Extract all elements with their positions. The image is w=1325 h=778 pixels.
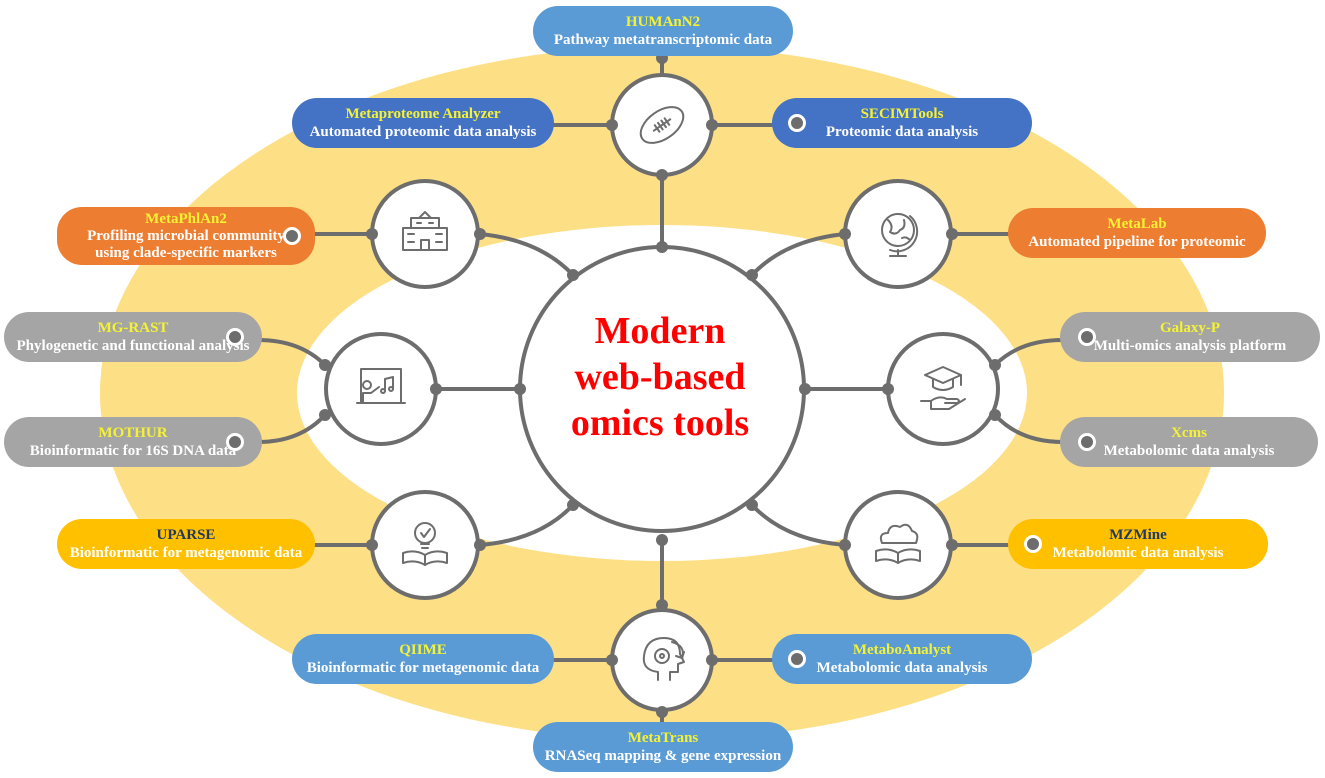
- hub-globe: [843, 179, 953, 289]
- tool-pill-humann2: HUMAnN2 Pathway metatranscriptomic data: [533, 6, 793, 56]
- tool-description: Metabolomic data analysis: [816, 660, 988, 676]
- bullet-dot: [283, 227, 301, 245]
- bullet-dot: [1024, 535, 1042, 553]
- teacher-board-icon: [356, 368, 406, 404]
- tool-description: Metabolomic data analysis: [1052, 545, 1224, 561]
- tool-name: HUMAnN2: [625, 14, 701, 30]
- tool-pill-xcms: Xcms Metabolomic data analysis: [1060, 417, 1318, 467]
- tool-name: MetaTrans: [627, 730, 699, 746]
- tool-name: Galaxy-P: [1160, 320, 1220, 336]
- tool-description: Bioinformatic for metagenomic data: [69, 545, 303, 561]
- tool-description: Bioinformatic for 16S DNA data: [29, 443, 237, 459]
- tool-name: MetaPhlAn2: [145, 210, 227, 227]
- center-title: Modern web-based omics tools: [530, 308, 790, 446]
- bullet-dot: [226, 433, 244, 451]
- tool-description: Automated pipeline for proteomic: [1028, 234, 1246, 250]
- tool-description: Phylogenetic and functional analysis: [16, 338, 250, 354]
- tool-description: RNASeq mapping & gene expression: [544, 748, 782, 764]
- tool-name: SECIMTools: [860, 106, 944, 122]
- tool-name: MZMine: [1109, 527, 1167, 543]
- tool-name: QIIME: [399, 642, 447, 658]
- tool-pill-qiime: QIIME Bioinformatic for metagenomic data: [292, 634, 554, 684]
- junction-dots: [319, 52, 1001, 718]
- tool-pill-secimtools: SECIMTools Proteomic data analysis: [772, 98, 1032, 148]
- tool-pill-metaproteome-analyzer: Metaproteome Analyzer Automated proteomi…: [292, 98, 554, 148]
- center-title-line-3: omics tools: [570, 402, 750, 444]
- tool-description: Multi-omics analysis platform: [1093, 338, 1287, 354]
- tool-description: Metabolomic data analysis: [1103, 443, 1275, 459]
- tool-description: Bioinformatic for metagenomic data: [306, 660, 540, 676]
- tool-pill-mg-rast: MG-RAST Phylogenetic and functional anal…: [4, 312, 262, 362]
- tool-pill-uparse: UPARSE Bioinformatic for metagenomic dat…: [57, 519, 315, 569]
- hub-head: [610, 608, 714, 712]
- tool-name: MOTHUR: [98, 425, 168, 441]
- tool-name: MetaLab: [1107, 216, 1167, 232]
- tool-name: Metaproteome Analyzer: [345, 106, 501, 122]
- bullet-dot: [788, 650, 806, 668]
- globe-icon: [881, 213, 919, 257]
- hub-cloud: [843, 490, 953, 600]
- tool-pill-metaboanalyst: MetaboAnalyst Metabolomic data analysis: [772, 634, 1032, 684]
- head-gear-icon: [642, 637, 685, 681]
- cloud-book-icon: [875, 523, 921, 564]
- bullet-dot: [1078, 328, 1096, 346]
- tool-name: MG-RAST: [97, 320, 169, 336]
- bullet-dot: [226, 328, 244, 346]
- tool-pill-galaxy-p: Galaxy-P Multi-omics analysis platform: [1060, 312, 1320, 362]
- tool-pill-metalab: MetaLab Automated pipeline for proteomic: [1008, 208, 1266, 258]
- tool-description: Proteomic data analysis: [825, 124, 979, 140]
- bullet-dot: [1078, 433, 1096, 451]
- tool-description: Pathway metatranscriptomic data: [553, 32, 773, 48]
- building-icon: [402, 211, 448, 251]
- tool-description: Automated proteomic data analysis: [309, 124, 537, 140]
- graduation-hand-icon: [920, 366, 966, 410]
- lightbulb-book-icon: [402, 522, 448, 566]
- tool-pill-metatrans: MetaTrans RNASeq mapping & gene expressi…: [533, 722, 793, 772]
- center-title-line-2: web-based: [574, 356, 746, 398]
- tool-name: Xcms: [1171, 425, 1207, 441]
- tool-name: UPARSE: [156, 527, 216, 543]
- tool-pill-mzmine: MZMine Metabolomic data analysis: [1008, 519, 1268, 569]
- tool-pill-metaphlan2: MetaPhlAn2 Profiling microbial community…: [57, 207, 315, 265]
- hub-circles: [324, 73, 1000, 712]
- tool-name: MetaboAnalyst: [852, 642, 952, 658]
- tool-description-line-2: using clade-specific markers: [95, 244, 277, 261]
- center-title-line-1: Modern: [594, 310, 726, 352]
- football-icon: [639, 106, 685, 144]
- bullet-dot: [788, 114, 806, 132]
- hub-building: [370, 179, 480, 289]
- tool-pill-mothur: MOTHUR Bioinformatic for 16S DNA data: [4, 417, 262, 467]
- tool-description-line-1: Profiling microbial community: [87, 227, 285, 244]
